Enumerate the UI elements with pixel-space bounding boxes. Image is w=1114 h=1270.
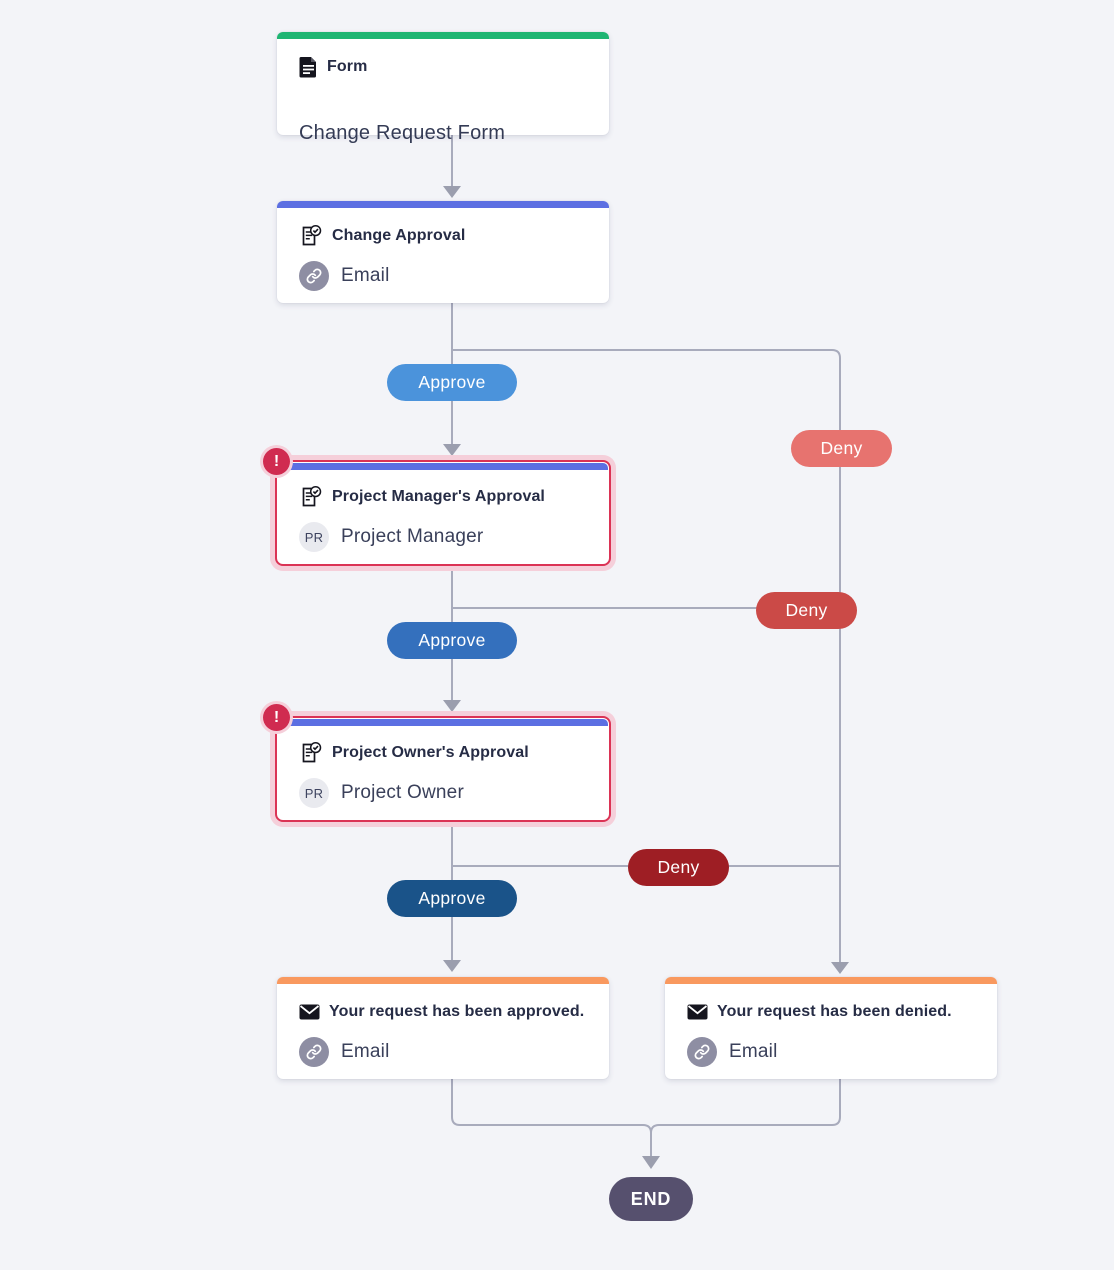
node-header: Your request has been approved. <box>299 999 584 1025</box>
node-assignee: Project Manager <box>341 526 484 547</box>
error-exclamation-badge[interactable]: ! <box>263 448 290 475</box>
approval-clipboard-icon <box>302 485 322 507</box>
assignee-initials-badge: PR <box>299 778 329 808</box>
node-title: Project Owner's Approval <box>332 744 529 761</box>
assignee-initials-badge: PR <box>299 522 329 552</box>
approval-clipboard-icon <box>302 224 322 246</box>
edge-label-approve-3[interactable]: Approve <box>387 880 517 917</box>
edge-label-deny-1[interactable]: Deny <box>791 430 892 467</box>
edge-label-approve-2[interactable]: Approve <box>387 622 517 659</box>
node-header: Project Manager's Approval <box>299 484 545 510</box>
node-approved-email[interactable]: Your request has been approved. Email <box>277 977 609 1079</box>
node-project-manager-approval[interactable]: ! Project Manager's Approval PR Project … <box>263 448 611 566</box>
node-project-owner-approval[interactable]: ! Project Owner's Approval PR Project Ow… <box>263 704 611 822</box>
error-exclamation-badge[interactable]: ! <box>263 704 290 731</box>
node-title: Change Request Form <box>299 122 506 144</box>
node-end[interactable]: END <box>609 1177 693 1221</box>
node-title: Change Approval <box>332 227 466 244</box>
link-icon <box>299 1037 329 1067</box>
node-title: Your request has been denied. <box>717 1003 952 1020</box>
accent-bar <box>277 977 609 984</box>
edge-label-deny-3[interactable]: Deny <box>628 849 729 886</box>
node-title: Your request has been approved. <box>329 1003 585 1020</box>
accent-bar <box>278 719 608 726</box>
node-denied-email[interactable]: Your request has been denied. Email <box>665 977 997 1079</box>
edge-label-deny-2[interactable]: Deny <box>756 592 857 629</box>
node-header: Your request has been denied. <box>687 999 952 1025</box>
accent-bar <box>277 32 609 39</box>
link-icon <box>299 261 329 291</box>
link-icon <box>687 1037 717 1067</box>
node-assignee: Project Owner <box>341 782 464 803</box>
accent-bar <box>278 463 608 470</box>
node-assignee: Email <box>729 1041 778 1062</box>
mail-icon <box>299 1004 320 1020</box>
mail-icon <box>687 1004 708 1020</box>
node-header: Project Owner's Approval <box>299 740 529 766</box>
edge-label-approve-1[interactable]: Approve <box>387 364 517 401</box>
node-change-approval[interactable]: Change Approval Email <box>277 201 609 303</box>
node-form[interactable]: Form Change Request Form <box>277 32 609 144</box>
document-icon <box>299 57 316 78</box>
approval-clipboard-icon <box>302 741 322 763</box>
accent-bar <box>277 201 609 208</box>
node-header: Form <box>299 54 367 80</box>
node-title: Project Manager's Approval <box>332 488 545 505</box>
node-assignee: Email <box>341 265 390 286</box>
node-header: Change Approval <box>299 223 465 249</box>
accent-bar <box>665 977 997 984</box>
node-assignee: Email <box>341 1041 390 1062</box>
node-type-label: Form <box>327 58 368 75</box>
